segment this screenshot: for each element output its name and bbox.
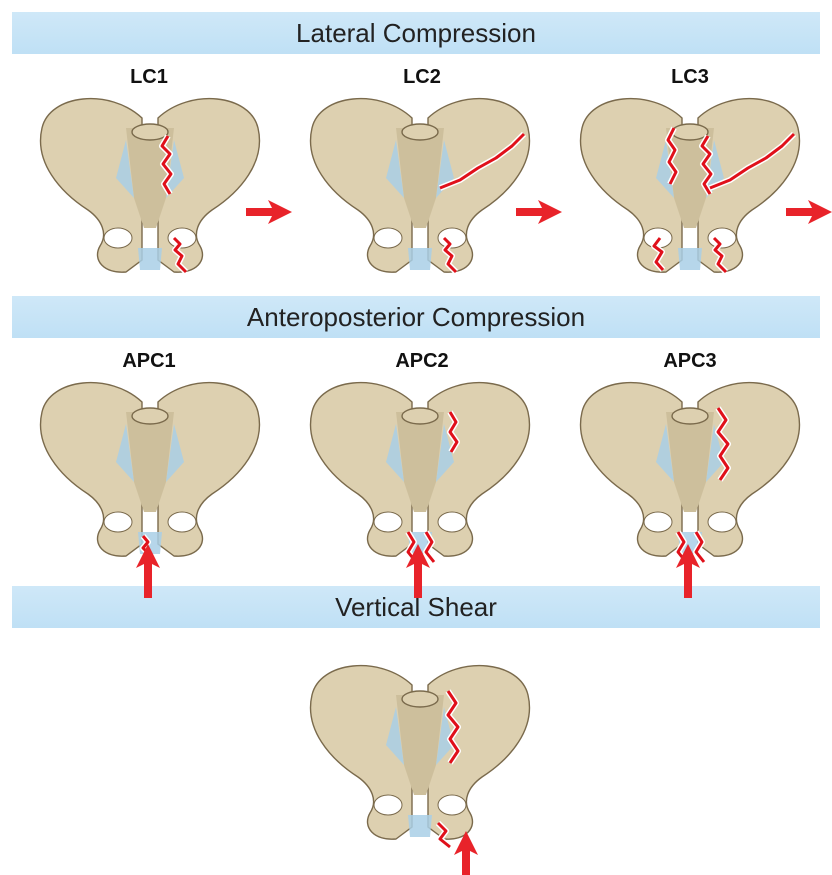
- sacral-promontory: [672, 408, 708, 424]
- panel-label-lc1: LC1: [89, 66, 209, 89]
- left-obturator-foramen: [644, 512, 672, 532]
- left-obturator-foramen: [104, 512, 132, 532]
- symphysis-ligament: [138, 248, 162, 270]
- right-obturator-foramen: [438, 795, 466, 815]
- pelvis-icon: [300, 88, 540, 308]
- sacral-promontory: [132, 124, 168, 140]
- panel-label-apc2: APC2: [362, 350, 482, 373]
- section-title-lateral: Lateral Compression: [12, 12, 820, 54]
- left-obturator-foramen: [104, 228, 132, 248]
- pelvis-icon: [300, 372, 540, 592]
- left-obturator-foramen: [374, 228, 402, 248]
- right-obturator-foramen: [438, 512, 466, 532]
- panel-label-lc2: LC2: [362, 66, 482, 89]
- sacral-promontory: [402, 408, 438, 424]
- panel-label-apc3: APC3: [630, 350, 750, 373]
- panel-label-apc1: APC1: [89, 350, 209, 373]
- section-band-lateral: Lateral Compression: [12, 12, 820, 54]
- sacral-promontory: [402, 124, 438, 140]
- pelvis-icon: [30, 88, 270, 308]
- left-obturator-foramen: [374, 512, 402, 532]
- pelvis-icon: [570, 372, 810, 592]
- right-obturator-foramen: [708, 512, 736, 532]
- symphysis-ligament: [408, 248, 432, 270]
- symphysis-ligament: [408, 815, 432, 837]
- force-arrow-icon: [246, 200, 292, 224]
- sacral-promontory: [672, 124, 708, 140]
- sacral-promontory: [402, 691, 438, 707]
- left-obturator-foramen: [374, 795, 402, 815]
- right-obturator-foramen: [168, 512, 196, 532]
- panel-label-lc3: LC3: [630, 66, 750, 89]
- pelvis-icon: [570, 88, 810, 308]
- pelvis-icon: [30, 372, 270, 592]
- pelvis-icon: [300, 655, 540, 875]
- symphysis-ligament: [678, 248, 702, 270]
- force-arrow-icon: [516, 200, 562, 224]
- sacral-promontory: [132, 408, 168, 424]
- force-arrow-icon: [786, 200, 832, 224]
